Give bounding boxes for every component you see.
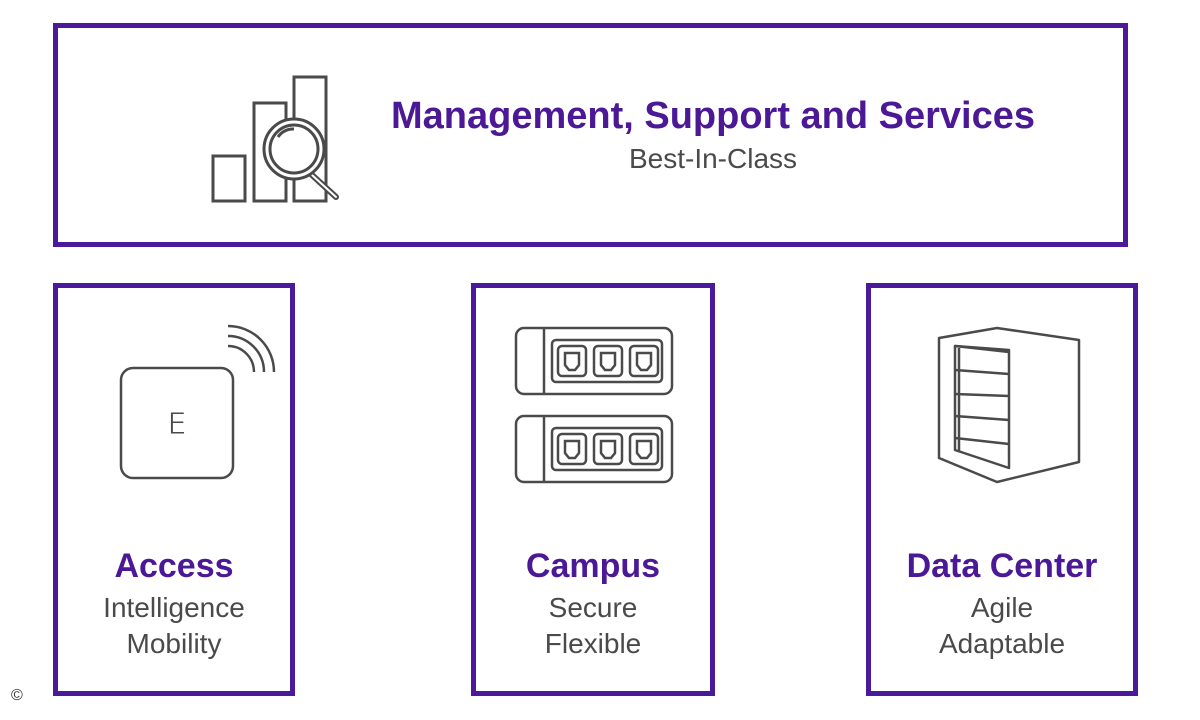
campus-line-2: Flexible <box>544 628 642 659</box>
network-switches-icon <box>514 326 674 484</box>
copyright-mark: © <box>11 687 23 704</box>
management-box: Management, Support and Services Best-In… <box>53 23 1128 247</box>
campus-line-1: Secure <box>548 592 638 623</box>
access-line-2: Mobility <box>126 628 222 659</box>
data-center-line-2: Adaptable <box>938 628 1066 659</box>
management-title: Management, Support and Services <box>390 95 1036 137</box>
server-rack-icon <box>937 326 1081 484</box>
device-logo-letter: E <box>168 407 187 442</box>
campus-box: Campus Secure Flexible <box>471 283 715 696</box>
data-center-title: Data Center <box>906 547 1098 585</box>
analytics-magnifier-icon <box>211 75 339 203</box>
data-center-box: Data Center Agile Adaptable <box>866 283 1138 696</box>
wireless-access-point-icon: E <box>119 324 276 480</box>
access-box: E Access Intelligence Mobility <box>53 283 295 696</box>
access-title: Access <box>114 547 234 585</box>
data-center-line-1: Agile <box>970 592 1034 623</box>
access-line-1: Intelligence <box>103 592 245 623</box>
campus-title: Campus <box>525 547 661 585</box>
management-subtitle: Best-In-Class <box>628 143 798 174</box>
